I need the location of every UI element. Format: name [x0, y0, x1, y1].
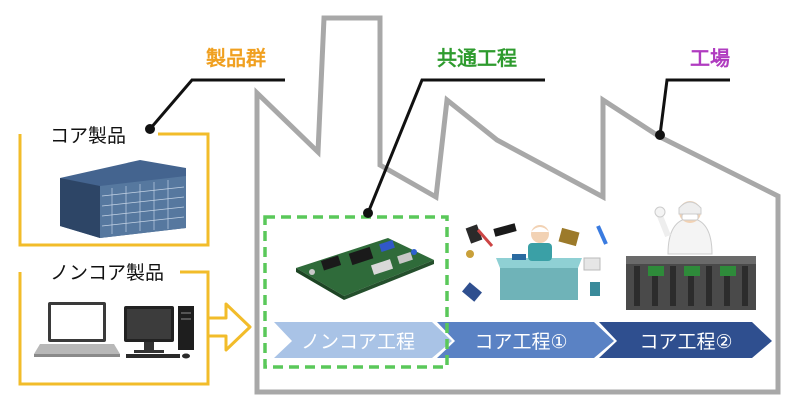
- assembly-worker-icon: [496, 225, 582, 300]
- common-process-heading: 共通工程: [437, 46, 517, 70]
- process-step-noncore: [274, 322, 452, 358]
- process-step-core-2-label: コア工程②: [639, 331, 732, 353]
- factory-callout-dot: [655, 130, 665, 140]
- component-cluster: [462, 223, 608, 302]
- laptop-icon: [34, 302, 120, 357]
- factory-heading: 工場: [690, 46, 730, 70]
- common-process-callout-line: [366, 78, 545, 214]
- core-product-label: コア製品: [50, 125, 126, 147]
- process-step-core-1: [437, 322, 614, 358]
- factory-outline: [254, 15, 781, 395]
- product-group-heading: 製品群: [206, 46, 266, 70]
- input-arrow: [206, 302, 252, 352]
- product-group-callout-dot: [145, 124, 155, 134]
- desktop-pc-icon: [124, 306, 194, 359]
- circuit-board-icon: [296, 238, 434, 300]
- factory-callout-line: [658, 78, 730, 136]
- conveyor-line-icon: [626, 201, 756, 310]
- core-product-bracket: [18, 132, 210, 247]
- process-step-noncore-label: ノンコア工程: [301, 331, 415, 353]
- product-group-callout-line: [148, 78, 285, 130]
- server-rack-icon: [60, 160, 186, 238]
- noncore-product-label: ノンコア製品: [50, 262, 164, 284]
- process-step-core-1-label: コア工程①: [474, 331, 567, 353]
- process-step-core-2: [599, 322, 772, 358]
- common-process-callout-dot: [363, 208, 373, 218]
- noncore-product-bracket: [18, 270, 210, 386]
- cleanroom-worker-icon: [654, 201, 713, 255]
- common-process-dashed-box: [263, 215, 449, 369]
